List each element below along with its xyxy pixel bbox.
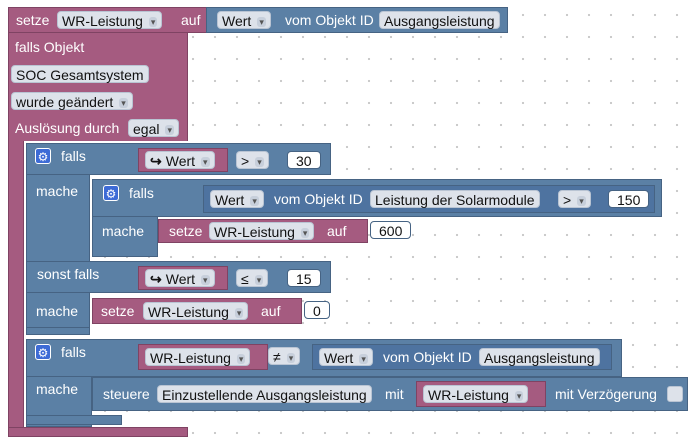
inner-condition-block[interactable]: Wert vom Objekt ID Leistung der Solarmod… [203, 185, 655, 213]
set2-value[interactable]: 0 [304, 301, 330, 319]
if-block-1-spine [26, 175, 90, 327]
set2-variable[interactable]: WR-Leistung [143, 302, 249, 320]
falls-objekt-label: falls Objekt [15, 39, 85, 55]
if2-mache-label: mache [36, 381, 79, 397]
vom-objekt-label: vom Objekt ID [285, 12, 374, 28]
if2-variable-block[interactable]: WR-Leistung [138, 344, 268, 370]
if2-variable-dropdown[interactable]: WR-Leistung [145, 348, 251, 366]
inner-number-input[interactable]: 150 [608, 190, 650, 208]
auf-label: auf [181, 12, 201, 28]
if-block-1-footer [26, 327, 90, 335]
number-input-2[interactable]: 15 [287, 269, 321, 287]
gear-icon[interactable]: ⚙ [35, 344, 51, 360]
get-value-block[interactable]: Wert vom Objekt ID Ausgangsleistung [206, 7, 508, 33]
set2-setze-label: setze [101, 303, 135, 319]
inner-wert-dropdown[interactable]: Wert [210, 190, 264, 208]
cond-wert-label: Wert [165, 153, 196, 169]
object-id-field[interactable]: Ausgangsleistung [379, 11, 500, 29]
ausloesung-label: Auslösung durch [15, 120, 120, 136]
mache2-label: mache [36, 303, 79, 319]
cond-wert-dropdown[interactable]: ↪Wert [145, 151, 215, 169]
variable-dropdown[interactable]: WR-Leistung [57, 11, 163, 29]
steuere-label: steuere [103, 386, 150, 402]
elseif-wert-label: Wert [165, 271, 196, 287]
inner-set-block[interactable]: setze WR-Leistung auf [158, 219, 368, 243]
inner-setze-label: setze [169, 223, 203, 239]
return-arrow-icon: ↪ [150, 153, 162, 169]
steuere-variable-dropdown[interactable]: WR-Leistung [423, 385, 529, 403]
inner-object-id[interactable]: Leistung der Solarmodule [370, 190, 540, 208]
ausloesung-dropdown[interactable]: egal [128, 119, 179, 137]
mache-label: mache [36, 183, 79, 199]
operator-dropdown-2[interactable]: ≤ [236, 269, 269, 287]
inner-operator-dropdown[interactable]: > [558, 190, 591, 208]
trigger-mode-dropdown[interactable]: wurde geändert [11, 92, 133, 110]
setze-label: setze [16, 12, 50, 28]
return-arrow-icon: ↪ [150, 271, 162, 287]
inner-set-auf-label: auf [327, 223, 347, 239]
mit-label: mit [385, 386, 404, 402]
gear-icon[interactable]: ⚙ [35, 148, 51, 164]
inner-vom-objekt-label: vom Objekt ID [274, 191, 363, 207]
elseif-wert-block[interactable]: ↪Wert [138, 266, 228, 290]
if2-wert-dropdown[interactable]: Wert [319, 348, 373, 366]
inner-mache-label: mache [102, 223, 145, 239]
if-block-2-footer [26, 415, 122, 425]
steuere-target[interactable]: Einzustellende Ausgangsleistung [157, 385, 372, 403]
condition-wert-block[interactable]: ↪Wert [138, 148, 228, 172]
trigger-footer [8, 427, 188, 437]
sonst-falls-label: sonst falls [37, 266, 100, 282]
mit-verzoegerung-label: mit Verzögerung [555, 386, 657, 402]
set-block-2[interactable]: setze WR-Leistung auf [92, 298, 302, 324]
if2-operator-dropdown[interactable]: ≠ [268, 347, 301, 365]
number-input-1[interactable]: 30 [287, 151, 321, 169]
checkbox-icon[interactable] [667, 386, 683, 402]
gear-icon[interactable]: ⚙ [103, 185, 119, 201]
trigger-spine [8, 141, 24, 427]
inner-if-spine [92, 217, 158, 257]
inner-falls-label: falls [129, 185, 154, 201]
operator-dropdown-1[interactable]: > [236, 151, 269, 169]
if2-get-value-block[interactable]: Wert vom Objekt ID Ausgangsleistung [312, 344, 612, 370]
if2-object-id[interactable]: Ausgangsleistung [479, 348, 600, 366]
falls-label: falls [61, 148, 86, 164]
trigger-object-id[interactable]: SOC Gesamtsystem [11, 65, 149, 83]
steuere-block[interactable]: steuere Einzustellende Ausgangsleistung … [92, 377, 688, 411]
steuere-variable-block[interactable]: WR-Leistung [416, 381, 546, 407]
if2-falls-label: falls [61, 344, 86, 360]
inner-set-value[interactable]: 600 [370, 221, 412, 239]
set-variable-block-top[interactable]: setze WR-Leistung auf [8, 7, 213, 33]
elseif-wert-dropdown[interactable]: ↪Wert [145, 269, 215, 287]
inner-set-variable[interactable]: WR-Leistung [209, 222, 315, 240]
if2-vom-objekt-label: vom Objekt ID [383, 349, 472, 365]
set2-auf-label: auf [261, 303, 281, 319]
wert-dropdown[interactable]: Wert [217, 11, 271, 29]
